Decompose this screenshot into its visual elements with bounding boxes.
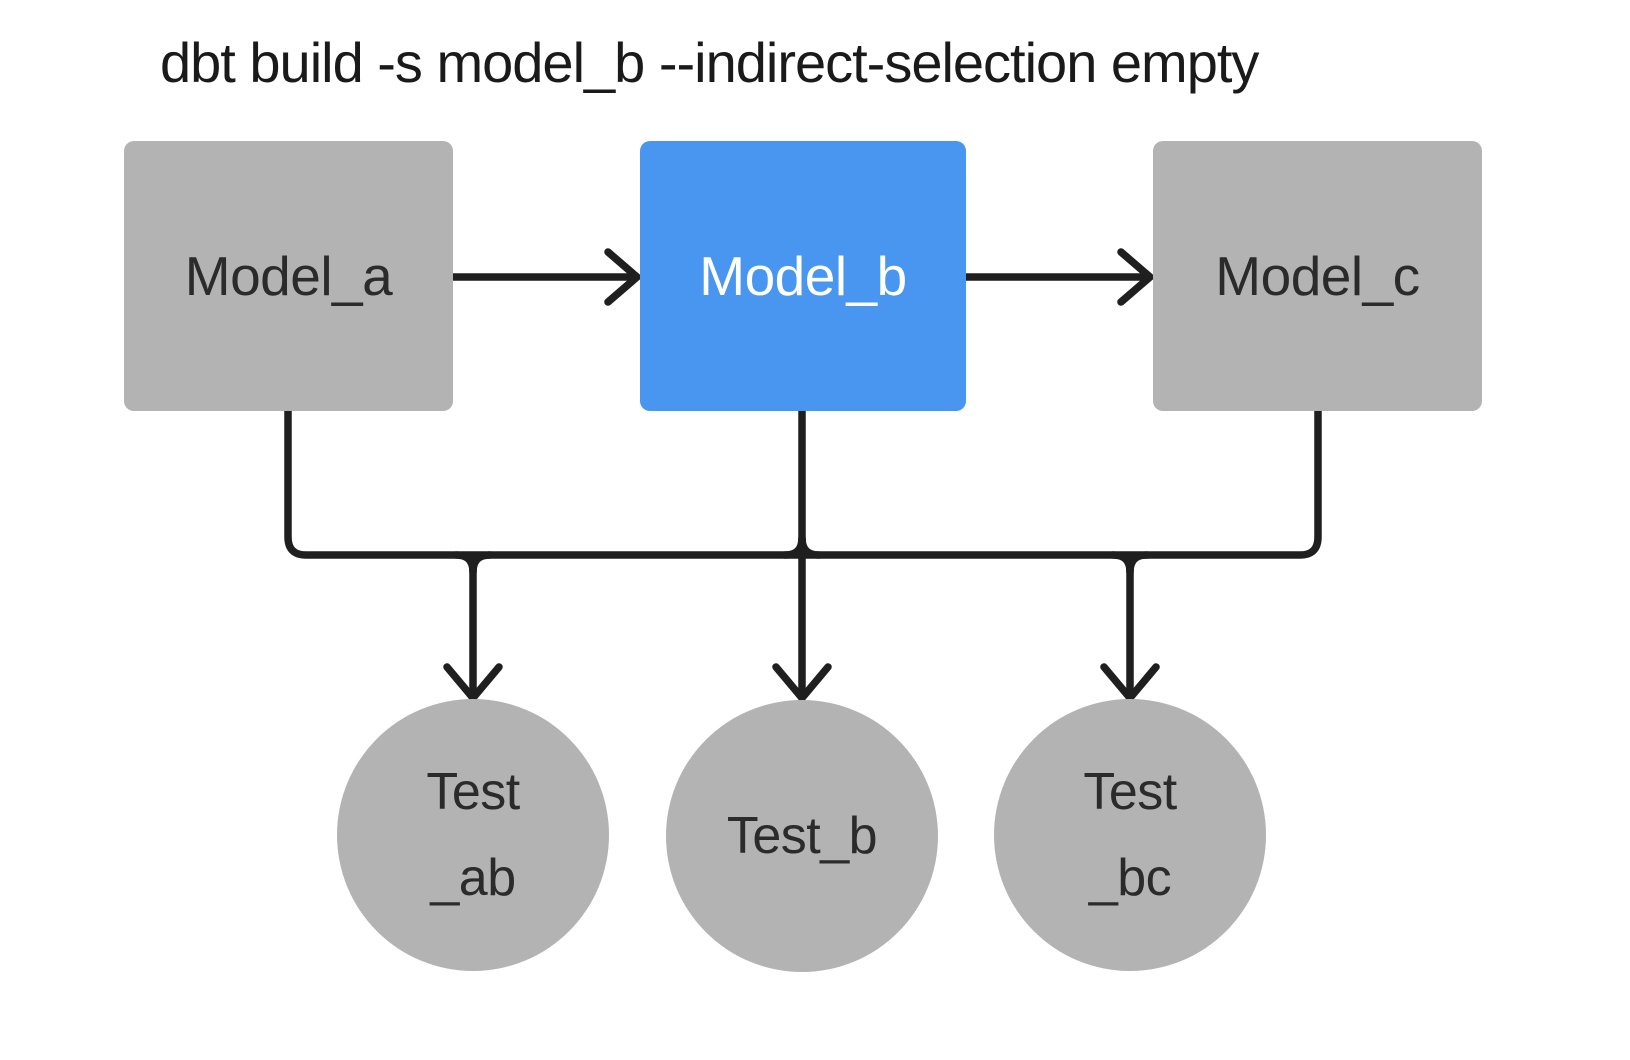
edge-model-b-to-test-b-arrowhead-icon: [772, 663, 832, 702]
diagram-title: dbt build -s model_b --indirect-selectio…: [160, 31, 1259, 94]
node-test-bc-label-line1: Test: [1083, 763, 1177, 821]
edge-rail-to-test-ab-arrowhead-icon: [443, 663, 503, 702]
node-model-b-selected: Model_b: [640, 141, 966, 411]
node-test-bc: Test _bc: [994, 699, 1266, 971]
edge-model-a-to-model-b-arrowhead-icon: [604, 248, 641, 306]
node-model-b-label: Model_b: [699, 245, 907, 307]
edge-model-b-to-model-c-arrowhead-icon: [1117, 248, 1154, 306]
rail-fillet-test-ab-right: [469, 551, 494, 576]
node-test-b-label-line1: Test_b: [726, 807, 878, 865]
node-test-ab: Test _ab: [337, 699, 609, 971]
node-test-bc-label-line2: _bc: [1088, 849, 1172, 907]
rail-fillet-model-b-right: [798, 534, 823, 559]
node-test-ab-label-line1: Test: [426, 763, 520, 821]
rail-fillet-test-bc-right: [1126, 551, 1151, 576]
node-test-b: Test_b: [666, 700, 938, 972]
node-model-a-label: Model_a: [184, 245, 393, 307]
node-model-a: Model_a: [124, 141, 453, 411]
node-model-c-label: Model_c: [1215, 245, 1420, 307]
edge-rail-to-test-bc-arrowhead-icon: [1100, 663, 1160, 702]
node-model-c: Model_c: [1153, 141, 1482, 411]
node-test-ab-label-line2: _ab: [430, 849, 516, 907]
